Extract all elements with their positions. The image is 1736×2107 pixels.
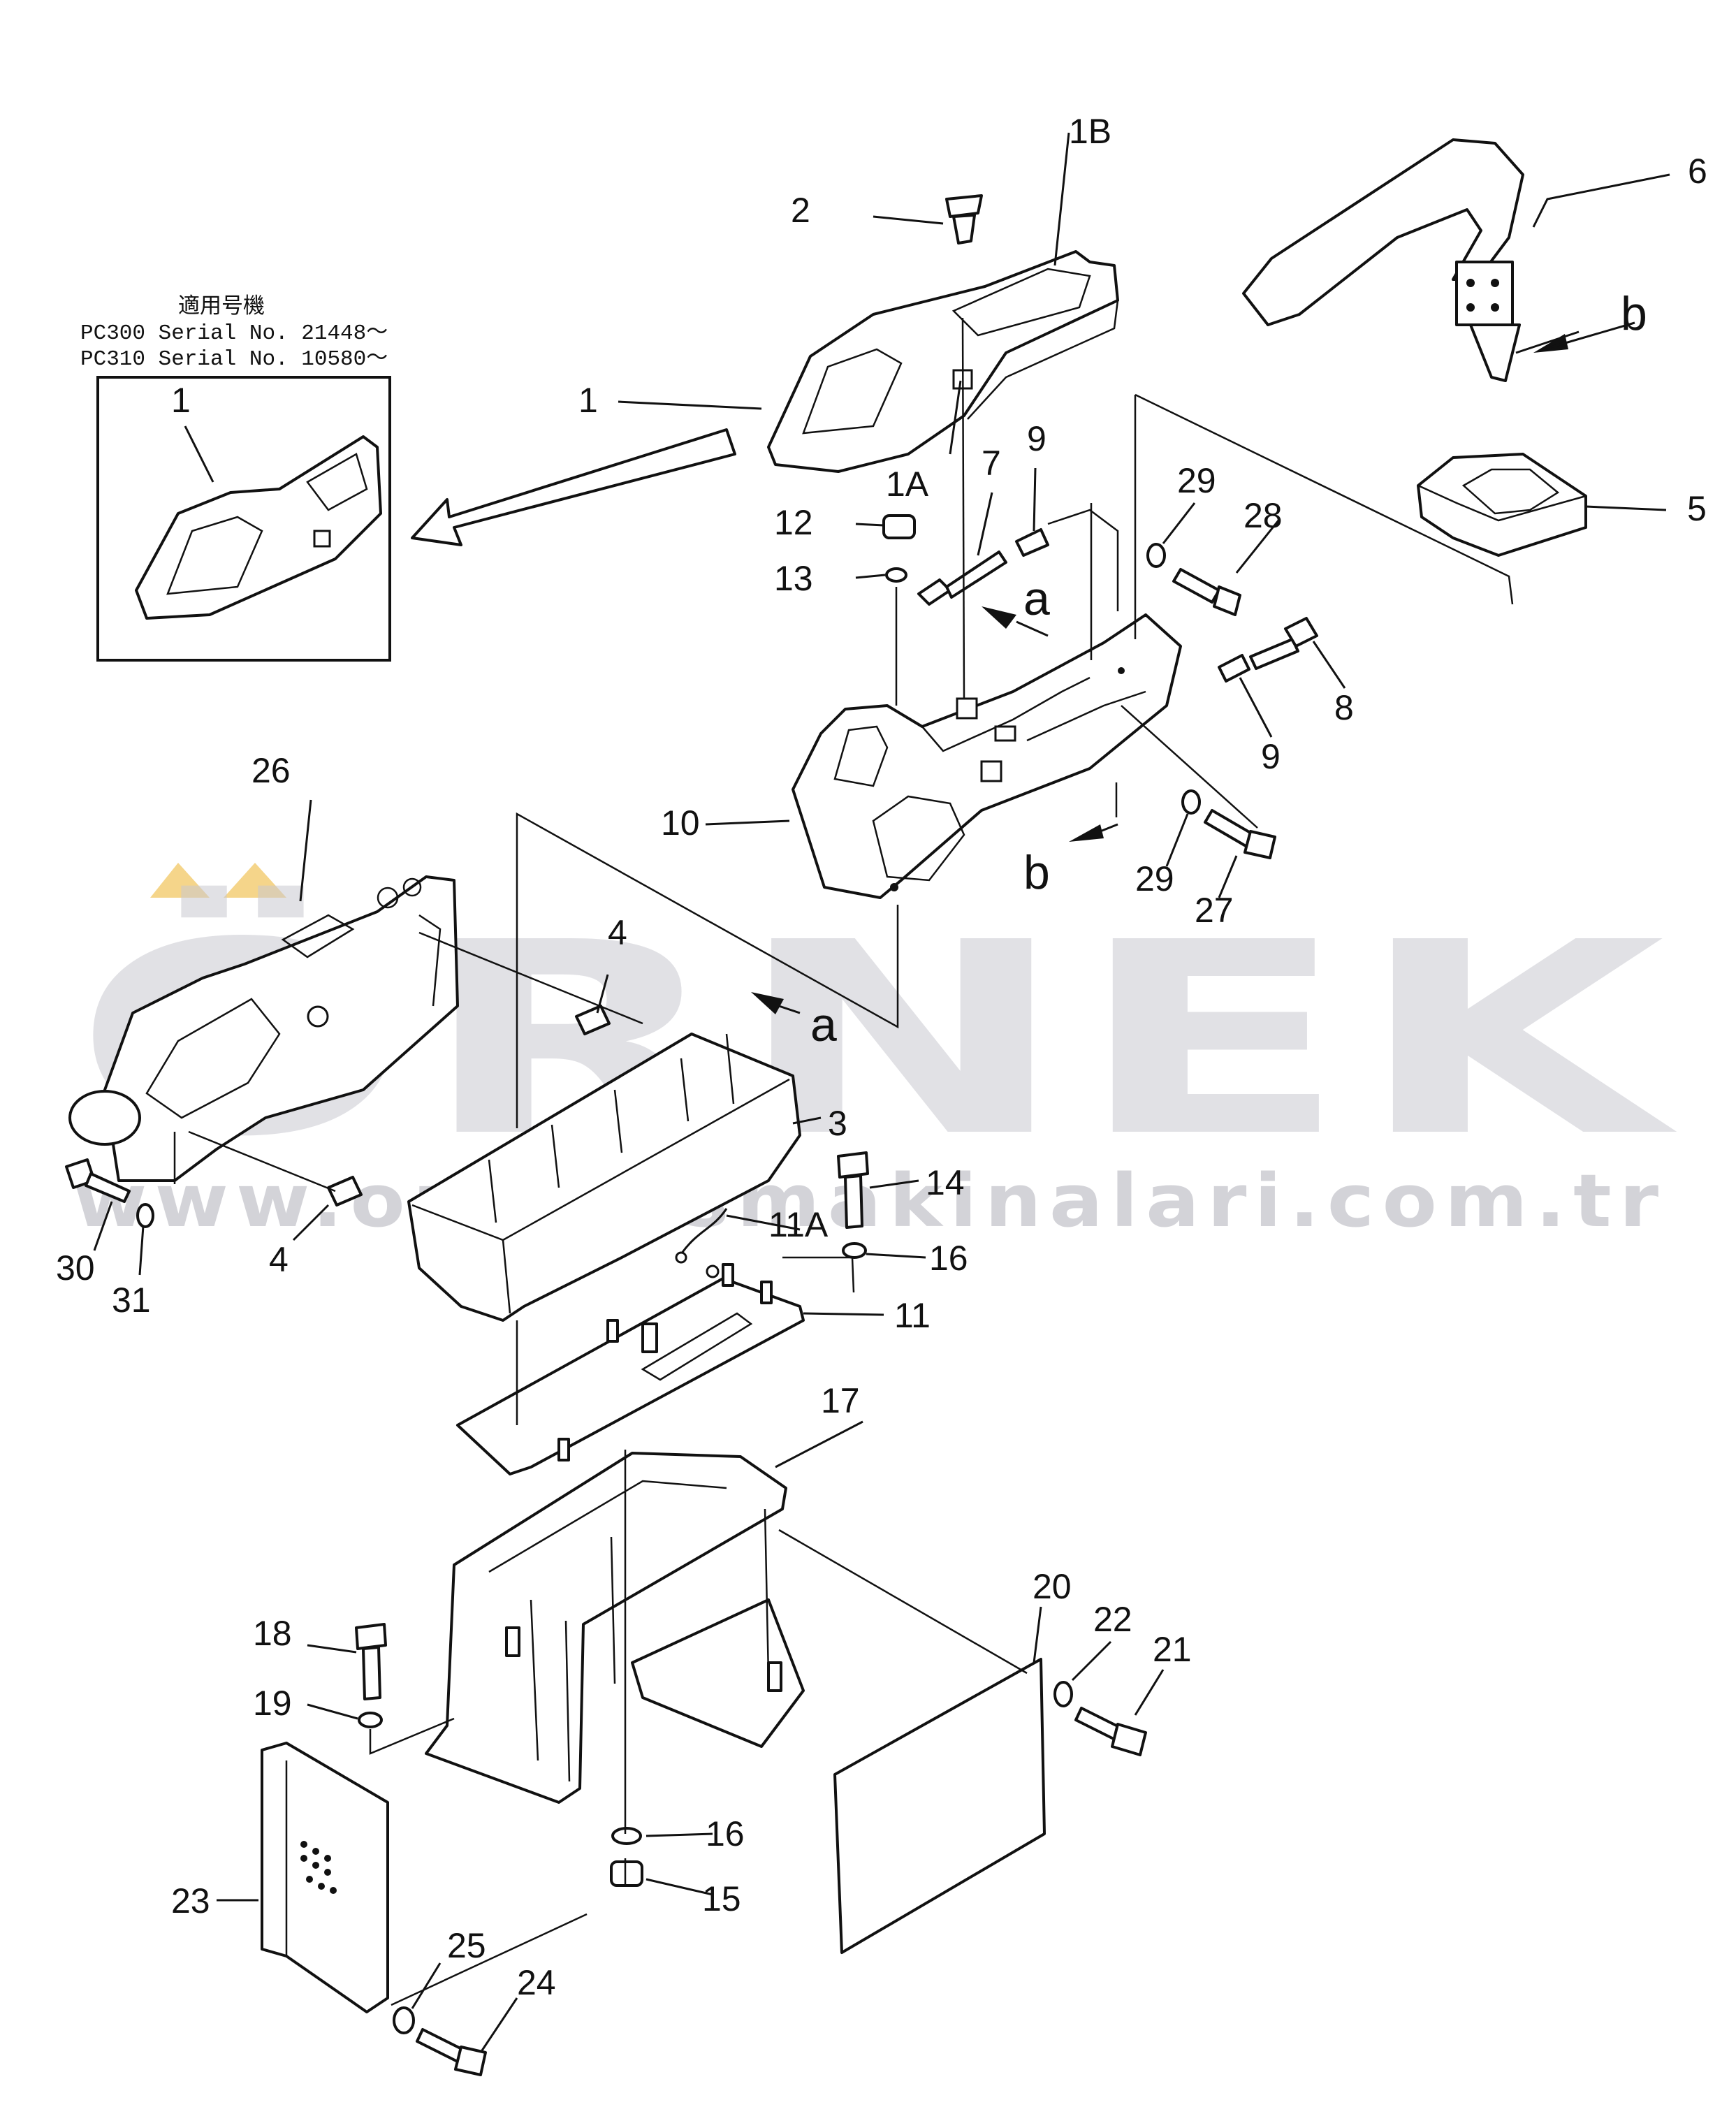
- note-heading: 適用号機: [178, 294, 265, 320]
- part-22-washer: [1053, 1681, 1073, 1707]
- part-31-washer: [136, 1203, 154, 1228]
- label-31: 31: [112, 1281, 151, 1320]
- watermark-accent-right: [224, 863, 286, 898]
- label-29-top: 29: [1177, 461, 1216, 500]
- label-1B: 1B: [1069, 112, 1111, 151]
- inset-part-label: 1: [171, 381, 191, 420]
- part-4-collar-lower: [327, 1176, 363, 1206]
- inset-pointer-arrow: [411, 428, 736, 546]
- part-24-bolt: [416, 2028, 487, 2076]
- part-7-bolt: [917, 551, 1007, 606]
- arrow-a-mid: [751, 992, 784, 1014]
- label-b-top: b: [1621, 287, 1647, 340]
- part-15-nut: [610, 1860, 643, 1887]
- part-16-washer-lower: [611, 1827, 642, 1845]
- label-18: 18: [253, 1614, 292, 1653]
- inset-box: 1: [96, 376, 391, 662]
- note-serial-pc300: PC300 Serial No. 21448～: [80, 321, 388, 346]
- label-1A: 1A: [886, 465, 929, 504]
- part-21-bolt: [1074, 1707, 1147, 1756]
- label-2: 2: [791, 191, 810, 230]
- label-26: 26: [251, 751, 291, 790]
- applicability-note: 適用号機 PC300 Serial No. 21448～ PC310 Seria…: [80, 294, 388, 372]
- label-3: 3: [828, 1104, 847, 1143]
- label-7: 7: [982, 444, 1001, 483]
- label-4-upper: 4: [608, 913, 627, 952]
- leader-lines: [93, 132, 1670, 2051]
- label-a-mid: a: [810, 998, 837, 1051]
- label-4-lower: 4: [269, 1240, 289, 1279]
- arrow-b-top: [1533, 334, 1568, 353]
- label-13: 13: [774, 559, 813, 598]
- label-11A: 11A: [768, 1205, 829, 1244]
- part-30-bolt: [65, 1158, 131, 1203]
- part-29-washer-right: [1181, 789, 1201, 815]
- label-24: 24: [517, 1963, 556, 2002]
- label-28: 28: [1243, 496, 1283, 535]
- label-9-right: 9: [1261, 737, 1281, 776]
- label-30: 30: [56, 1248, 95, 1288]
- part-19-washer: [358, 1712, 383, 1728]
- label-14: 14: [926, 1163, 965, 1202]
- label-6: 6: [1688, 152, 1707, 191]
- part-10-console-box: [792, 613, 1182, 899]
- part-9-collar-top: [1015, 528, 1049, 557]
- label-17: 17: [821, 1381, 860, 1420]
- label-15: 15: [702, 1879, 741, 1918]
- part-29-washer-top: [1146, 543, 1166, 568]
- label-9-top: 9: [1027, 419, 1046, 458]
- direction-arrows: [751, 321, 1635, 1014]
- label-29-right: 29: [1135, 859, 1174, 898]
- label-16-lower: 16: [706, 1814, 745, 1853]
- part-2-screw: [945, 194, 983, 245]
- part-27-bolt: [1204, 809, 1276, 859]
- part-11-base-plate: [456, 1263, 805, 1475]
- label-10: 10: [661, 803, 700, 843]
- label-8: 8: [1334, 688, 1354, 727]
- label-16-upper: 16: [929, 1239, 968, 1278]
- arrow-b-mid: [1069, 824, 1104, 842]
- label-21: 21: [1153, 1630, 1192, 1669]
- label-20: 20: [1033, 1567, 1072, 1606]
- watermark-url: www.ornekismakinalari.com.tr: [73, 1158, 1666, 1244]
- label-b-mid: b: [1023, 846, 1050, 899]
- part-labels: 1B 2 6 b 1 1A 7 9 12 13 29 28 5 a 8 9 10…: [56, 112, 1707, 2002]
- part-4-collar-upper: [575, 1005, 611, 1035]
- arrow-a-top: [982, 606, 1016, 629]
- part-25-washer: [393, 2006, 415, 2034]
- part-23-vent-holes: [300, 1841, 337, 1894]
- part-17-stand: [425, 1452, 805, 1804]
- label-27: 27: [1195, 891, 1234, 930]
- part-6-handle: [1242, 138, 1524, 382]
- part-13-washer: [885, 567, 907, 583]
- label-1: 1: [578, 381, 598, 420]
- label-11: 11: [894, 1296, 931, 1335]
- label-25: 25: [447, 1926, 486, 1965]
- part-3-lower-box: [407, 1033, 801, 1322]
- part-23-side-cover: [261, 1742, 389, 2013]
- label-a-top: a: [1023, 572, 1050, 625]
- part-5-bracket: [1417, 453, 1587, 557]
- part-8-bolt: [1249, 617, 1318, 670]
- note-serial-pc310: PC310 Serial No. 10580～: [80, 347, 388, 372]
- label-19: 19: [253, 1684, 292, 1723]
- part-18-bolt: [355, 1623, 387, 1700]
- part-11A-harness: [675, 1208, 728, 1264]
- label-5: 5: [1687, 489, 1707, 528]
- label-12: 12: [774, 503, 813, 542]
- part-12-nut: [882, 514, 916, 539]
- label-22: 22: [1093, 1600, 1132, 1639]
- part-14-bolt: [837, 1151, 869, 1229]
- part-1-top-cover: [767, 250, 1119, 473]
- part-20-panel: [833, 1658, 1046, 1954]
- part-26-console-frame: [68, 875, 459, 1182]
- part-28-bolt: [1172, 568, 1241, 616]
- part-26-knob: [68, 1090, 141, 1146]
- part-16-washer-upper: [842, 1242, 867, 1259]
- watermark-accent-left: [150, 863, 210, 898]
- label-23: 23: [171, 1881, 210, 1920]
- part-9-collar-right: [1218, 654, 1250, 683]
